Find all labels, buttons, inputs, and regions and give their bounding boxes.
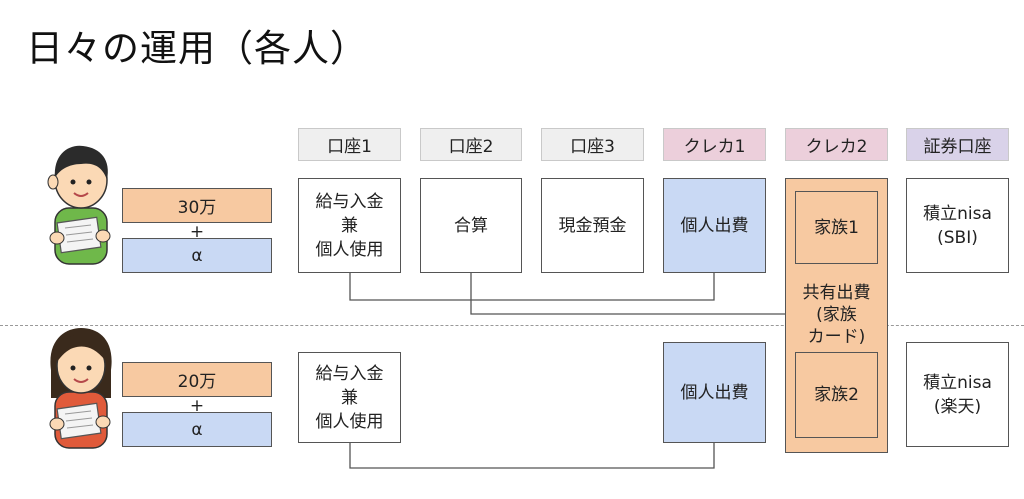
- person2-account1-box: 給与入金 兼 個人使用: [298, 352, 401, 443]
- person1-account1-box: 給与入金 兼 個人使用: [298, 178, 401, 273]
- person1-account2-box: 合算: [420, 178, 522, 273]
- person1-card1-box: 個人出費: [663, 178, 766, 273]
- person1-income-box: 30万: [122, 188, 272, 223]
- person1-account3-box: 現金預金: [541, 178, 644, 273]
- person1-avatar-icon: [47, 145, 111, 265]
- header-account2: 口座2: [420, 128, 522, 161]
- family1-box: 家族1: [795, 191, 878, 264]
- person2-income-box: 20万: [122, 362, 272, 397]
- header-card2: クレカ2: [785, 128, 888, 161]
- header-account1: 口座1: [298, 128, 401, 161]
- person2-alpha-box: α: [122, 412, 272, 447]
- page-title: 日々の運用（各人）: [26, 27, 368, 70]
- person2-avatar-icon: [49, 328, 112, 449]
- shared-expense-label: 共有出費 (家族 カード): [802, 283, 871, 347]
- person2-card1-box: 個人出費: [663, 342, 766, 443]
- header-card1: クレカ1: [663, 128, 766, 161]
- person1-alpha-box: α: [122, 238, 272, 273]
- person1-securities-box: 積立nisa (SBI): [906, 178, 1009, 273]
- person1-plus: +: [189, 222, 205, 242]
- person2-securities-box: 積立nisa (楽天): [906, 342, 1009, 447]
- header-securities: 証券口座: [906, 128, 1009, 161]
- header-account3: 口座3: [541, 128, 644, 161]
- section-divider: [0, 325, 1024, 326]
- family2-box: 家族2: [795, 352, 878, 438]
- person2-plus: +: [189, 396, 205, 416]
